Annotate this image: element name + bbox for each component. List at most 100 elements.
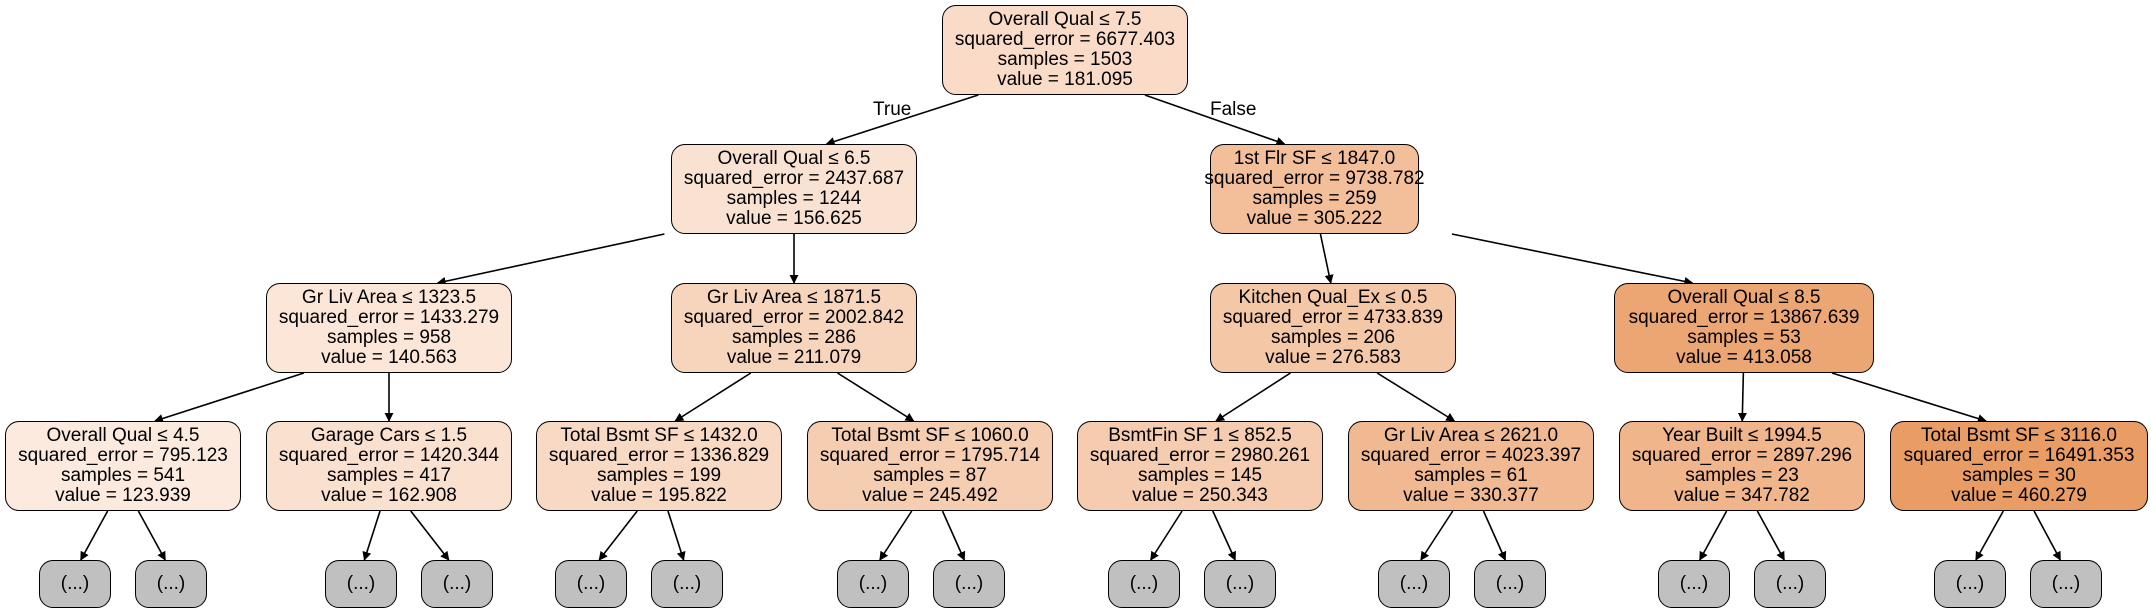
node-squared-error: squared_error = 2897.296 — [1631, 445, 1853, 466]
tree-edge-n9-l5 — [667, 510, 686, 561]
node-split-condition: Overall Qual ≤ 7.5 — [988, 9, 1142, 30]
node-split-condition: Gr Liv Area ≤ 1323.5 — [301, 287, 477, 308]
tree-node: Kitchen Qual_Ex ≤ 0.5 squared_error = 47… — [1210, 283, 1456, 373]
node-split-condition: 1st Flr SF ≤ 1847.0 — [1233, 148, 1396, 169]
node-split-condition: BsmtFin SF 1 ≤ 852.5 — [1108, 425, 1292, 446]
node-squared-error: squared_error = 795.123 — [18, 445, 228, 466]
edge-label-false: False — [1210, 99, 1257, 120]
node-value: value = 330.377 — [1403, 485, 1539, 506]
node-samples: samples = 30 — [1962, 465, 2076, 486]
tree-edge-n4-n9 — [674, 372, 752, 422]
node-value: value = 211.079 — [726, 347, 862, 368]
node-squared-error: squared_error = 1420.344 — [278, 445, 500, 466]
tree-node: 1st Flr SF ≤ 1847.0 squared_error = 9738… — [1204, 144, 1425, 234]
tree-edge-n5-n12 — [1376, 372, 1456, 422]
node-value: value = 195.822 — [591, 485, 727, 506]
tree-edge-n12-l10 — [1420, 510, 1454, 561]
tree-edge-n1-n3 — [436, 233, 665, 286]
tree-edge-n6-n13 — [1737, 372, 1747, 422]
truncated-leaf: (...) — [1474, 560, 1546, 608]
node-samples: samples = 87 — [873, 465, 987, 486]
node-squared-error: squared_error = 1433.279 — [278, 307, 500, 328]
truncated-leaf: (...) — [1658, 560, 1730, 608]
tree-node: Overall Qual ≤ 4.5 squared_error = 795.1… — [5, 421, 241, 511]
node-squared-error: squared_error = 4733.839 — [1222, 307, 1444, 328]
tree-node: Total Bsmt SF ≤ 1432.0 squared_error = 1… — [536, 421, 782, 511]
node-squared-error: squared_error = 6677.403 — [954, 29, 1176, 50]
tree-edge-n8-l3 — [410, 510, 450, 561]
node-split-condition: Garage Cars ≤ 1.5 — [310, 425, 468, 446]
tree-edge-n11-l9 — [1212, 510, 1236, 561]
truncated-leaf: (...) — [651, 560, 723, 608]
tree-node: Gr Liv Area ≤ 1871.5 squared_error = 200… — [671, 283, 917, 373]
truncated-leaf: (...) — [2030, 560, 2102, 608]
tree-node: Overall Qual ≤ 6.5 squared_error = 2437.… — [671, 144, 917, 234]
node-samples: samples = 259 — [1252, 188, 1377, 209]
tree-edge-n0-n1 — [825, 94, 979, 146]
node-split-condition: Kitchen Qual_Ex ≤ 0.5 — [1238, 287, 1428, 308]
truncated-leaf: (...) — [1754, 560, 1826, 608]
node-value: value = 245.492 — [862, 485, 998, 506]
tree-edge-n3-n7 — [154, 372, 305, 423]
node-squared-error: squared_error = 2002.842 — [683, 307, 905, 328]
tree-edge-n2-n6 — [1451, 233, 1694, 286]
node-squared-error: squared_error = 13867.639 — [1628, 307, 1860, 328]
tree-node: Total Bsmt SF ≤ 1060.0 squared_error = 1… — [807, 421, 1053, 511]
node-value: value = 276.583 — [1265, 347, 1401, 368]
node-split-condition: Overall Qual ≤ 4.5 — [46, 425, 200, 446]
node-squared-error: squared_error = 2980.261 — [1089, 445, 1311, 466]
node-squared-error: squared_error = 9738.782 — [1204, 168, 1425, 189]
tree-edge-n12-l11 — [1482, 510, 1507, 561]
truncated-leaf: (...) — [325, 560, 397, 608]
truncated-leaf: (...) — [135, 560, 207, 608]
node-value: value = 305.222 — [1246, 208, 1383, 229]
truncated-leaf: (...) — [555, 560, 627, 608]
node-squared-error: squared_error = 2437.687 — [683, 168, 905, 189]
node-split-condition: Gr Liv Area ≤ 1871.5 — [706, 287, 882, 308]
node-split-condition: Year Built ≤ 1994.5 — [1662, 425, 1822, 446]
node-samples: samples = 541 — [60, 465, 186, 486]
tree-edge-n13-l13 — [1756, 510, 1785, 561]
tree-edge-n7-l1 — [137, 510, 166, 561]
node-value: value = 156.625 — [726, 208, 862, 229]
tree-edge-n8-l2 — [362, 510, 381, 561]
node-samples: samples = 23 — [1685, 465, 1799, 486]
node-samples: samples = 417 — [326, 465, 452, 486]
tree-edge-n6-n14 — [1831, 372, 1987, 423]
node-samples: samples = 199 — [596, 465, 722, 486]
tree-node: Gr Liv Area ≤ 1323.5 squared_error = 143… — [266, 283, 512, 373]
node-value: value = 250.343 — [1132, 485, 1268, 506]
tree-edge-n10-l6 — [879, 510, 913, 561]
node-squared-error: squared_error = 4023.397 — [1360, 445, 1582, 466]
truncated-leaf: (...) — [421, 560, 493, 608]
tree-edge-n5-n11 — [1215, 372, 1291, 422]
node-split-condition: Total Bsmt SF ≤ 1432.0 — [560, 425, 758, 446]
node-value: value = 123.939 — [55, 485, 191, 506]
node-samples: samples = 958 — [326, 327, 452, 348]
node-samples: samples = 1244 — [726, 188, 862, 209]
truncated-leaf: (...) — [837, 560, 909, 608]
tree-edge-n4-n10 — [837, 372, 915, 422]
node-samples: samples = 1503 — [997, 49, 1133, 70]
node-squared-error: squared_error = 16491.353 — [1903, 445, 2135, 466]
node-value: value = 140.563 — [321, 347, 457, 368]
tree-node: Total Bsmt SF ≤ 3116.0 squared_error = 1… — [1890, 421, 2148, 511]
tree-edge-n10-l7 — [941, 510, 966, 561]
node-split-condition: Gr Liv Area ≤ 2621.0 — [1383, 425, 1559, 446]
tree-node: Overall Qual ≤ 8.5 squared_error = 13867… — [1614, 283, 1874, 373]
truncated-leaf: (...) — [1108, 560, 1180, 608]
tree-edge-n14-l15 — [2033, 510, 2062, 561]
node-samples: samples = 206 — [1270, 327, 1396, 348]
node-split-condition: Total Bsmt SF ≤ 3116.0 — [1921, 425, 2117, 446]
tree-node-root: Overall Qual ≤ 7.5 squared_error = 6677.… — [942, 5, 1188, 95]
tree-edge-n7-l0 — [80, 510, 109, 561]
node-samples: samples = 286 — [731, 327, 857, 348]
node-samples: samples = 145 — [1137, 465, 1263, 486]
node-value: value = 181.095 — [997, 69, 1133, 90]
node-value: value = 413.058 — [1676, 347, 1812, 368]
tree-edge-n11-l8 — [1150, 510, 1183, 561]
node-split-condition: Overall Qual ≤ 8.5 — [1667, 287, 1821, 308]
truncated-leaf: (...) — [1204, 560, 1276, 608]
